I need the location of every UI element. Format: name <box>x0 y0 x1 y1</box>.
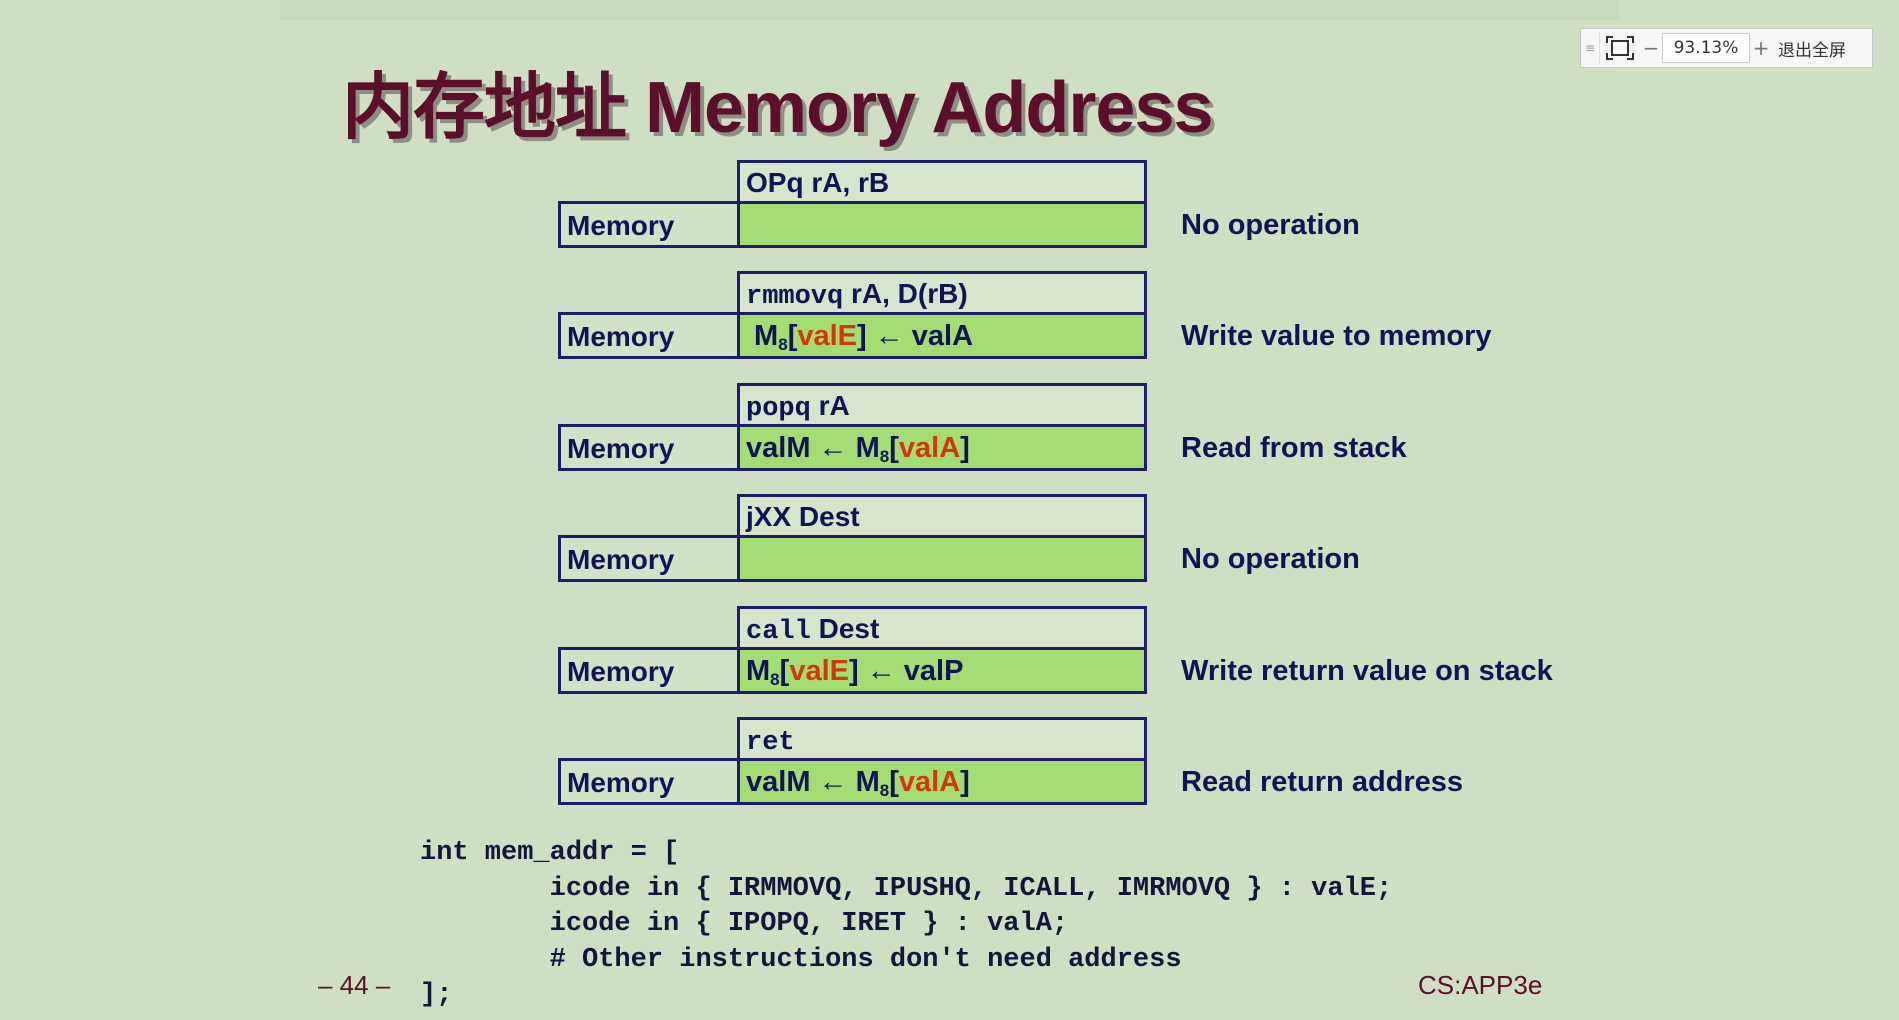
instruction-header: rmmovq rA, D(rB) <box>737 271 1147 313</box>
operation-text: valM ← M <box>746 766 880 798</box>
memory-label: Memory <box>561 315 740 357</box>
memory-operation <box>740 538 1144 580</box>
instruction-operands: jXX Dest <box>746 501 860 533</box>
operation-text: ] <box>960 431 970 464</box>
memory-operation <box>740 204 1144 245</box>
memory-operation: M8[valE] ← valA <box>740 315 1144 357</box>
operation-text: [ <box>889 431 899 464</box>
operation-text: [ <box>779 654 790 687</box>
instruction-header: call Dest <box>737 605 1147 647</box>
memory-label: Memory <box>561 649 740 691</box>
footer-brand: CS:APP3e <box>1418 970 1543 1000</box>
exit-fullscreen-button[interactable]: 退出全屏 <box>1778 40 1846 61</box>
instruction-header: jXX Dest <box>737 494 1147 536</box>
register-value: valA <box>898 431 961 464</box>
memory-label: Memory <box>561 426 740 468</box>
operation-text: 8 <box>770 669 780 689</box>
stage-description: Write return value on stack <box>1181 654 1553 687</box>
slide-title: 内存地址 Memory Address <box>342 68 1214 148</box>
zoom-toolbar: ≡ − 93.13% + 退出全屏 <box>1580 28 1873 68</box>
operation-text: 8 <box>778 335 788 355</box>
instruction-mnemonic: rmmovq <box>746 282 844 313</box>
slide-top-band <box>280 0 1619 20</box>
zoom-out-button[interactable]: − <box>1642 36 1660 60</box>
memory-label: Memory <box>561 538 740 580</box>
memory-operation: M8[valE] ← valP <box>740 649 1144 691</box>
operation-text: ] <box>960 766 970 798</box>
zoom-level-input[interactable]: 93.13% <box>1662 33 1750 63</box>
memory-operation: valM ← M8[valA] <box>740 426 1144 468</box>
operation-text: ] ← valP <box>848 654 964 687</box>
operation-text: 8 <box>879 781 890 800</box>
stage-description: No operation <box>1181 543 1360 576</box>
register-value: valE <box>789 654 849 687</box>
stage-description: Write value to memory <box>1181 320 1492 353</box>
memory-label: Memory <box>561 204 740 245</box>
stage-description: No operation <box>1181 209 1360 241</box>
operation-text: [ <box>889 766 899 798</box>
instruction-mnemonic: popq <box>746 393 811 424</box>
stage-description: Read return address <box>1181 766 1464 798</box>
instruction-operands: Dest <box>810 612 880 644</box>
instruction-mnemonic: ret <box>746 728 795 758</box>
memory-row: Memory M8[valE] ← valA <box>558 312 1147 360</box>
instruction-operands: rA, D(rB) <box>843 278 968 310</box>
fit-screen-icon[interactable] <box>1599 32 1640 64</box>
memory-operation: valM ← M8[valA] <box>740 761 1144 802</box>
operation-text: M <box>746 654 771 687</box>
instruction-header: OPq rA, rB <box>737 160 1147 201</box>
register-value: valE <box>797 320 858 353</box>
code-block: int mem_addr = [ icode in { IRMMOVQ, IPU… <box>420 838 1393 1011</box>
stage-description: Read from stack <box>1181 431 1407 464</box>
operation-text: valM ← M <box>746 431 880 464</box>
memory-label: Memory <box>561 761 740 802</box>
instruction-mnemonic: call <box>746 616 811 647</box>
operation-text: 8 <box>879 446 890 466</box>
operation-text: [ <box>787 320 798 353</box>
page-number: – 44 – <box>318 970 391 1000</box>
operation-text: M <box>746 320 779 353</box>
memory-row: Memory <box>558 201 1147 248</box>
grip-icon[interactable]: ≡ <box>1584 41 1596 55</box>
operation-text: ] ← valA <box>857 320 974 353</box>
memory-row: Memory <box>558 535 1147 583</box>
instruction-operands: rA <box>810 389 850 421</box>
zoom-in-button[interactable]: + <box>1752 36 1770 60</box>
instruction-operands: OPq rA, rB <box>746 167 890 198</box>
instruction-header: ret <box>737 717 1147 758</box>
instruction-header: popq rA <box>737 382 1147 424</box>
register-value: valA <box>898 766 961 798</box>
